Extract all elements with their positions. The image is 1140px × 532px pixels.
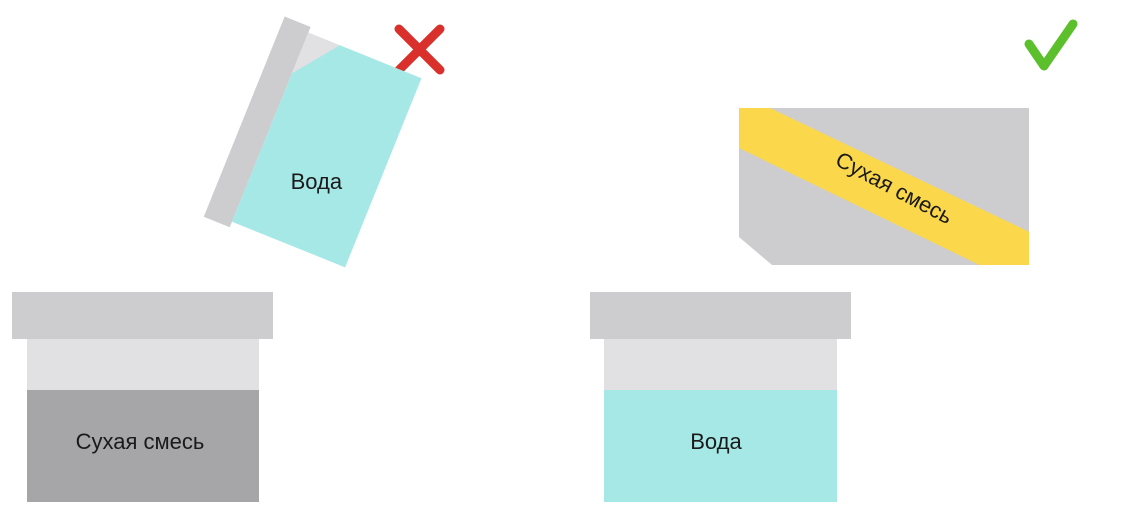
cross-icon xyxy=(394,24,445,75)
container-rim xyxy=(27,339,259,390)
container-lid xyxy=(203,16,311,228)
water-fill xyxy=(604,390,837,502)
water-label: Вода xyxy=(291,169,343,194)
dry-mix-bag: Сухая смесь xyxy=(739,108,1029,265)
water-fill xyxy=(231,45,422,268)
bag-band xyxy=(739,108,1029,265)
wrong-order-panel: Вода Сухая смесь xyxy=(12,16,445,502)
bottom-dry-mix-container: Сухая смесь xyxy=(12,292,273,502)
container-rim xyxy=(604,339,837,390)
correct-order-panel: Сухая смесь Вода xyxy=(590,19,1078,502)
checkmark-icon xyxy=(1024,19,1078,71)
container-lid xyxy=(590,292,851,339)
pouring-water-container: Вода xyxy=(203,16,422,268)
water-label: Вода xyxy=(690,429,742,454)
container-lid xyxy=(12,292,273,339)
bottom-water-container: Вода xyxy=(590,292,851,502)
dry-mix-fill xyxy=(27,390,259,502)
dry-mix-label: Сухая смесь xyxy=(76,429,205,454)
